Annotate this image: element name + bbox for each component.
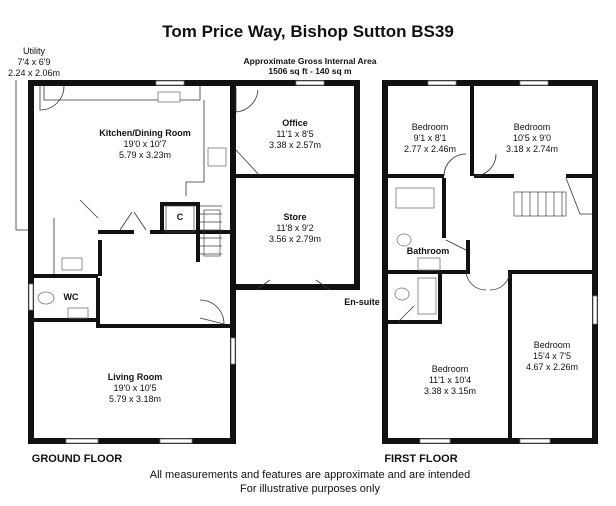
gross-area-heading: Approximate Gross Internal Area	[243, 56, 377, 66]
first-floor-plan	[382, 80, 598, 444]
gross-area-value: 1506 sq ft - 140 sq m	[268, 66, 352, 76]
room-bedroom-3: Bedroom 11'1 x 10'4 3.38 x 3.15m	[423, 364, 477, 396]
room-store: Store 11'8 x 9'2 3.56 x 2.79m	[268, 212, 322, 244]
room-living: Living Room 19'0 x 10'5 5.79 x 3.18m	[107, 372, 163, 404]
disclaimer: All measurements and features are approx…	[100, 468, 520, 496]
room-bedroom-2: Bedroom 10'5 x 9'0 3.18 x 2.74m	[505, 122, 559, 154]
room-bathroom: Bathroom	[406, 246, 450, 256]
ground-stairs	[200, 205, 222, 257]
room-ensuite: En-suite	[344, 297, 380, 307]
ground-floor-plan	[15, 80, 360, 444]
room-wc: WC	[63, 292, 79, 302]
room-cupboard: C	[176, 212, 184, 222]
disclaimer-line-1: All measurements and features are approx…	[149, 469, 471, 481]
room-bedroom-4: Bedroom 15'4 x 7'5 4.67 x 2.26m	[525, 340, 579, 372]
room-bedroom-1: Bedroom 9'1 x 8'1 2.77 x 2.46m	[403, 122, 457, 154]
disclaimer-line-2: For illustrative purposes only	[239, 483, 380, 495]
gross-area: Approximate Gross Internal Area 1506 sq …	[200, 56, 420, 76]
first-floor-stairs	[513, 177, 592, 217]
room-kitchen: Kitchen/Dining Room 19'0 x 10'7 5.79 x 3…	[99, 128, 191, 160]
first-floor-label: FIRST FLOOR	[384, 453, 458, 465]
room-utility: Utility 7'4 x 6'9 2.24 x 2.06m	[7, 46, 61, 78]
room-office: Office 11'1 x 8'5 3.38 x 2.57m	[268, 118, 322, 150]
ground-floor-label: GROUND FLOOR	[31, 453, 123, 465]
page-title: Tom Price Way, Bishop Sutton BS39	[162, 22, 454, 41]
